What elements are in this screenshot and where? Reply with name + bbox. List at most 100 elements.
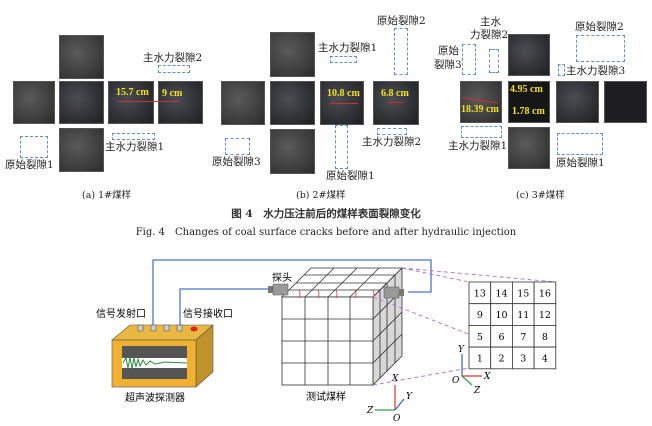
axes-grid: Y X Z O	[452, 345, 491, 396]
crack-label: 原始裂隙2	[377, 15, 426, 27]
crack-inset-box	[225, 138, 250, 155]
receive-port-label: 信号接收口	[183, 307, 233, 320]
crack-inset-box	[330, 56, 357, 63]
sample-label: 测试煤样	[306, 390, 346, 403]
grid-cell-number: 4	[542, 353, 548, 364]
coal-photo-right	[108, 81, 154, 124]
coal-photo-center	[270, 81, 315, 125]
crack-label: 主水力裂隙1	[448, 140, 508, 152]
grid-cell-number: 9	[477, 310, 483, 321]
crack-inset-box	[557, 133, 603, 155]
svg-text:Z: Z	[366, 406, 374, 416]
crack-inset-box	[462, 44, 476, 75]
grid-cell-number: 7	[520, 332, 526, 343]
crack-label: 原始裂隙1	[326, 170, 375, 182]
coal-photo-top	[270, 32, 315, 77]
coal-photo-bottom	[508, 127, 550, 169]
coal-photo-bottom	[270, 129, 315, 174]
crack-inset-box	[112, 133, 155, 140]
grid-cell-number: 1	[477, 353, 483, 364]
coal-photo-far-right	[604, 81, 647, 123]
measurement: 4.95 cm	[510, 84, 543, 95]
crack-label: 主水力裂隙2	[362, 136, 422, 148]
coal-photo-top	[508, 34, 550, 76]
grid-cell-number: 15	[517, 288, 529, 299]
svg-text:Z: Z	[473, 386, 481, 396]
grid-cell-number: 11	[517, 310, 529, 321]
figure-title-en: Fig. 4 Changes of coal surface cracks be…	[135, 227, 517, 238]
coal-photo-bottom	[59, 128, 104, 172]
crack-label: 裂隙3	[434, 59, 462, 71]
measurement: 1.78 cm	[512, 106, 545, 117]
crack-label: 力裂隙2	[470, 29, 509, 41]
crack-inset-box	[576, 35, 625, 62]
transmit-port-label: 信号发射口	[96, 307, 146, 320]
coal-photo-center	[508, 81, 550, 123]
crack-inset-box	[394, 28, 408, 75]
figure-title-cn: 图 4 水力压注前后的煤样表面裂隙变化	[231, 208, 421, 220]
measurement: 15.7 cm	[116, 87, 149, 98]
crack-inset-box	[489, 49, 499, 73]
coal-photo-far-right	[373, 81, 419, 125]
probe-icon	[383, 286, 404, 299]
grid-cell-number: 12	[539, 310, 551, 321]
panel-caption: (a) 1#煤样	[82, 190, 132, 201]
probe-label: 探头	[272, 271, 292, 284]
crack-label: 主水力裂隙2	[143, 52, 203, 64]
grid-cell	[533, 346, 557, 370]
svg-text:O: O	[393, 414, 401, 424]
measure-line	[118, 101, 180, 102]
coal-photo-top	[59, 35, 104, 79]
measurement: 6.8 cm	[381, 88, 409, 99]
grid-cell-number: 3	[520, 353, 526, 364]
grid-cell-number: 13	[474, 288, 486, 299]
port-icon	[163, 324, 170, 332]
crack-label: 原始裂隙2	[575, 21, 624, 33]
detector-label: 超声波探测器	[125, 391, 185, 404]
coal-photo-left	[460, 81, 502, 123]
grid-cell-number: 14	[496, 288, 508, 299]
crack-inset-box	[158, 65, 190, 73]
indicator-light-icon	[190, 326, 198, 332]
coal-photo-left	[221, 81, 265, 125]
transmit-cable	[152, 259, 432, 325]
measurement: 18.39 cm	[461, 104, 499, 115]
crack-inset-box	[461, 126, 502, 138]
port-icon	[176, 324, 183, 332]
crack-label: 主水力裂隙1	[318, 42, 378, 54]
crack-label: 主水力裂隙3	[566, 65, 626, 77]
grid-cell-number: 10	[496, 310, 508, 321]
coal-photo-left	[13, 81, 55, 124]
grid-cell-number: 5	[477, 332, 483, 343]
crack-label: 主水	[480, 16, 501, 28]
grid-cell-number: 16	[539, 288, 551, 299]
crack-label: 原始裂隙3	[212, 156, 261, 168]
crack-inset-box	[377, 128, 407, 135]
crack-label: 原始裂隙1	[5, 159, 54, 171]
svg-text:X: X	[483, 372, 491, 382]
coal-photo-right	[556, 81, 599, 123]
axes-sample: X Y Z O	[366, 374, 413, 424]
port-icon	[150, 324, 157, 332]
grid-cell-number: 6	[499, 332, 505, 343]
panel-caption: (b) 2#煤样	[296, 190, 346, 201]
receive-cable	[179, 288, 270, 325]
measure-line	[330, 103, 358, 104]
ultrasonic-detector	[111, 324, 214, 388]
svg-text:X: X	[391, 374, 399, 384]
probe-icon	[268, 283, 289, 296]
panel-caption: (c) 3#煤样	[516, 190, 565, 201]
grid-cell-number: 2	[499, 353, 505, 364]
svg-text:Y: Y	[406, 392, 413, 402]
measure-line	[388, 102, 404, 103]
crack-label: 主水力裂隙1	[105, 141, 165, 153]
svg-text:O: O	[452, 376, 460, 386]
grid-cell-number: 8	[542, 332, 548, 343]
measurement: 10.8 cm	[327, 88, 360, 99]
measurement: 9 cm	[162, 88, 183, 99]
crack-label: 原始裂隙1	[556, 157, 605, 169]
crack-inset-box	[335, 125, 348, 169]
